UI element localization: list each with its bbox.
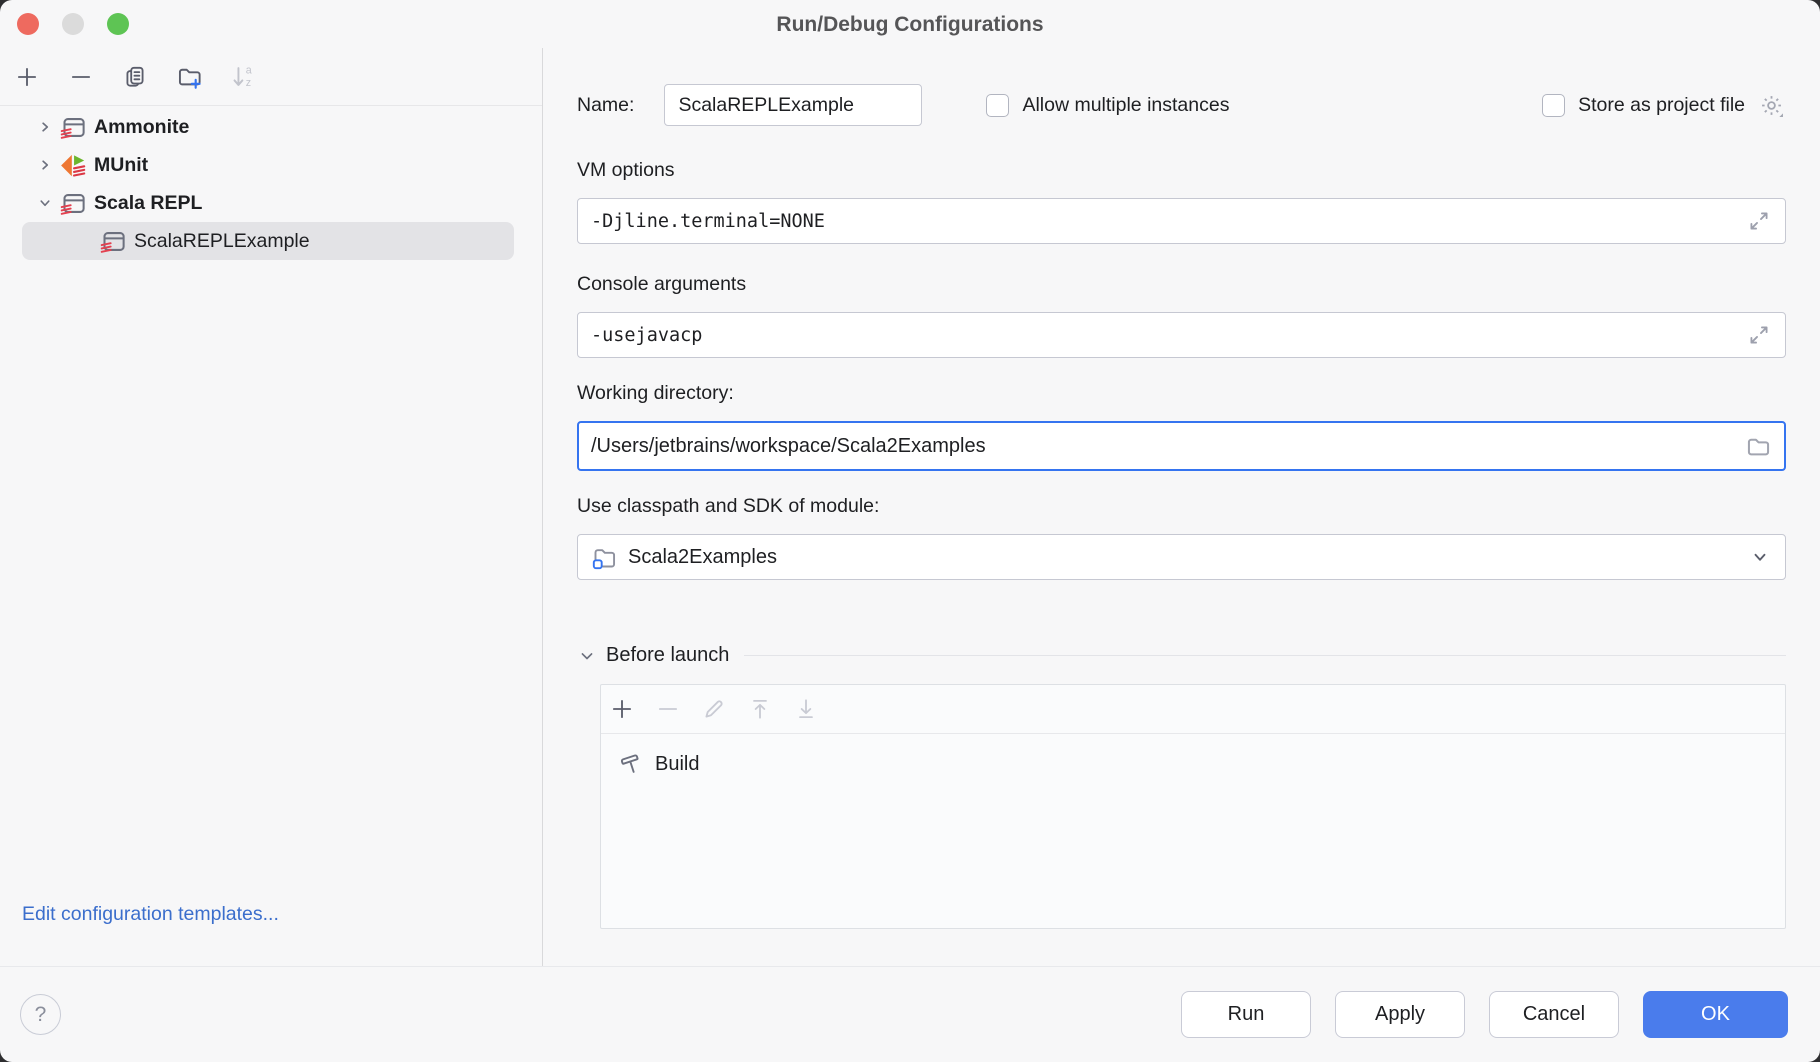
before-launch-title: Before launch	[606, 644, 730, 666]
hammer-icon	[617, 751, 644, 778]
new-folder-button[interactable]	[173, 61, 205, 93]
module-icon	[591, 544, 618, 571]
expand-field-button[interactable]	[1746, 322, 1772, 348]
svg-text:a: a	[245, 65, 251, 77]
allow-multiple-instances-label: Allow multiple instances	[1022, 93, 1230, 116]
task-label: Build	[655, 752, 700, 775]
dialog-buttons: Run Apply Cancel OK	[1181, 991, 1788, 1038]
move-down-icon	[793, 696, 819, 722]
name-input[interactable]	[664, 84, 923, 126]
svg-text:z: z	[245, 77, 250, 89]
console-arguments-label: Console arguments	[577, 273, 747, 295]
expand-icon	[1746, 208, 1772, 234]
close-window-button[interactable]	[17, 13, 39, 35]
chevron-right-icon[interactable]	[30, 156, 60, 174]
move-down-button[interactable]	[791, 694, 821, 724]
chevron-down-icon	[1748, 545, 1772, 569]
tree-item-scalareplexample[interactable]: ScalaREPLExample	[22, 222, 514, 260]
remove-icon	[68, 64, 94, 90]
gear-icon	[1757, 91, 1786, 120]
tree-item-munit[interactable]: MUnit	[22, 146, 514, 184]
sort-configurations-button[interactable]: a z	[227, 61, 259, 93]
configuration-form: Name: Allow multiple instances Store as …	[543, 48, 1820, 966]
store-as-project-file-label: Store as project file	[1578, 93, 1745, 116]
before-launch-panel: Build	[600, 684, 1786, 929]
remove-icon	[655, 696, 681, 722]
before-launch-task-build[interactable]: Build	[601, 742, 1785, 786]
tree-item-scala-repl[interactable]: Scala REPL	[22, 184, 514, 222]
expand-icon	[1746, 322, 1772, 348]
move-up-button[interactable]	[745, 694, 775, 724]
titlebar: Run/Debug Configurations	[0, 0, 1820, 48]
new-folder-icon	[176, 63, 203, 90]
scala-repl-config-icon	[100, 228, 127, 255]
window-controls	[17, 13, 129, 35]
tree-item-label: ScalaREPLExample	[134, 229, 310, 252]
working-directory-field[interactable]: /Users/jetbrains/workspace/Scala2Example…	[577, 421, 1786, 471]
tree-item-ammonite[interactable]: Ammonite	[22, 108, 514, 146]
tree-item-label: MUnit	[94, 153, 149, 176]
module-select[interactable]: Scala2Examples	[577, 534, 1786, 580]
allow-multiple-instances-option[interactable]: Allow multiple instances	[986, 93, 1230, 117]
chevron-down-icon[interactable]	[30, 194, 60, 212]
before-launch-header[interactable]: Before launch	[577, 644, 1786, 667]
sort-alpha-icon: a z	[230, 63, 257, 90]
working-directory-label: Working directory:	[577, 382, 734, 404]
ok-button[interactable]: OK	[1643, 991, 1788, 1038]
tree-item-label: Ammonite	[94, 115, 190, 138]
copy-configuration-button[interactable]	[119, 61, 151, 93]
configurations-sidebar: a z	[0, 48, 543, 966]
remove-task-button[interactable]	[653, 694, 683, 724]
section-divider	[744, 655, 1786, 656]
add-icon	[14, 64, 40, 90]
move-up-icon	[747, 696, 773, 722]
run-button[interactable]: Run	[1181, 991, 1311, 1038]
store-options-button[interactable]	[1757, 91, 1786, 120]
help-button[interactable]: ?	[20, 994, 61, 1035]
module-select-value: Scala2Examples	[628, 545, 777, 568]
sidebar-toolbar: a z	[0, 48, 542, 106]
vm-options-label: VM options	[577, 159, 675, 181]
name-label: Name:	[577, 93, 635, 116]
edit-task-button[interactable]	[699, 694, 729, 724]
munit-config-icon	[60, 152, 87, 179]
dialog-title: Run/Debug Configurations	[776, 13, 1044, 36]
copy-icon	[122, 64, 148, 90]
scala-repl-config-icon	[60, 114, 87, 141]
working-directory-value: /Users/jetbrains/workspace/Scala2Example…	[591, 434, 986, 457]
module-classpath-label: Use classpath and SDK of module:	[577, 495, 880, 517]
console-arguments-field[interactable]: -usejavacp	[577, 312, 1786, 358]
vm-options-field[interactable]: -Djline.terminal=NONE	[577, 198, 1786, 244]
store-as-project-file-option[interactable]: Store as project file	[1542, 91, 1786, 120]
scala-repl-config-icon	[60, 190, 87, 217]
browse-directory-button[interactable]	[1745, 433, 1772, 460]
chevron-down-icon[interactable]	[577, 646, 597, 666]
console-arguments-value: -usejavacp	[591, 324, 703, 346]
zoom-window-button[interactable]	[107, 13, 129, 35]
help-icon: ?	[34, 1002, 47, 1026]
folder-icon	[1745, 433, 1772, 460]
chevron-right-icon[interactable]	[30, 118, 60, 136]
remove-configuration-button[interactable]	[65, 61, 97, 93]
edit-configuration-templates-link[interactable]: Edit configuration templates...	[22, 903, 279, 925]
add-icon	[609, 696, 635, 722]
edit-icon	[701, 696, 727, 722]
allow-multiple-instances-checkbox[interactable]	[986, 93, 1010, 117]
add-configuration-button[interactable]	[11, 61, 43, 93]
minimize-window-button[interactable]	[62, 13, 84, 35]
store-as-project-file-checkbox[interactable]	[1542, 93, 1566, 117]
vm-options-value: -Djline.terminal=NONE	[591, 210, 825, 232]
cancel-button[interactable]: Cancel	[1489, 991, 1619, 1038]
dialog-footer: ? Run Apply Cancel OK	[0, 966, 1820, 1062]
configurations-tree: Ammonite MUnit	[0, 106, 542, 260]
expand-field-button[interactable]	[1746, 208, 1772, 234]
apply-button[interactable]: Apply	[1335, 991, 1465, 1038]
add-task-button[interactable]	[607, 694, 637, 724]
tree-item-label: Scala REPL	[94, 191, 203, 214]
before-launch-toolbar	[601, 685, 1785, 734]
